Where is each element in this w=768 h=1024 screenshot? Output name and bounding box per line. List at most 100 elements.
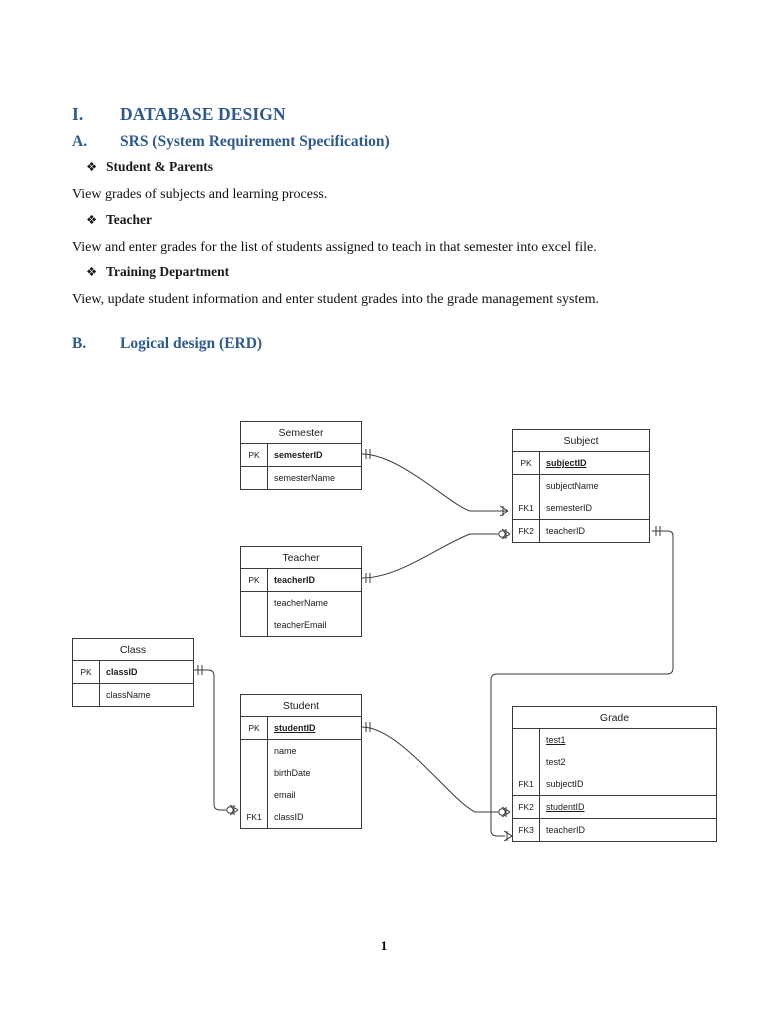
cardinality-zero-subject-teacherid — [498, 530, 506, 538]
bullet-training-department: ❖Training Department — [72, 264, 672, 280]
attribute-name: semesterID — [539, 497, 649, 519]
attribute-key: FK2 — [518, 526, 534, 536]
entity-title-class: Class — [73, 639, 193, 661]
cardinality-many-student-classid — [229, 804, 239, 816]
attribute-key — [73, 684, 99, 706]
entity-title-semester: Semester — [241, 422, 361, 444]
attribute-row: FK2 teacherID — [513, 520, 649, 542]
attribute-key — [241, 614, 267, 636]
entity-title-grade: Grade — [513, 707, 716, 729]
attribute-row: test2 — [513, 751, 716, 773]
attribute-name: semesterName — [267, 467, 361, 489]
attribute-row: birthDate — [241, 762, 361, 784]
connector-semester-subject — [361, 453, 508, 512]
attribute-name: classID — [99, 661, 193, 683]
attribute-key — [241, 740, 267, 762]
entity-title-subject: Subject — [513, 430, 649, 452]
attribute-row: PK semesterID — [241, 444, 361, 466]
attribute-key — [241, 467, 267, 489]
attribute-name: email — [267, 784, 361, 806]
bullet-label: Student & Parents — [106, 159, 214, 174]
connector-teacher-subject — [361, 533, 498, 579]
cardinality-many-subject-semesterid — [499, 505, 509, 517]
cardinality-many-grade-studentid — [501, 806, 511, 818]
entity-section: PK teacherID — [241, 569, 361, 591]
attribute-key: FK1 — [518, 779, 534, 789]
cardinality-one-class — [197, 665, 203, 675]
cardinality-one-teacher — [365, 573, 371, 583]
heading-number: B. — [72, 334, 87, 352]
attribute-row: semesterName — [241, 467, 361, 489]
attribute-key: FK3 — [518, 825, 534, 835]
attribute-key — [241, 592, 267, 614]
diamond-bullet-icon: ❖ — [86, 211, 98, 227]
cardinality-one-semester — [365, 449, 371, 459]
attribute-name: subjectID — [539, 773, 716, 795]
bullet-teacher: ❖ Teacher — [72, 212, 672, 228]
bullet-student-parents: ❖ Student & Parents — [72, 159, 672, 175]
heading-database-design: I.DATABASE DESIGN — [72, 104, 672, 125]
entity-section: semesterName — [241, 466, 361, 489]
attribute-row: test1 — [513, 729, 716, 751]
entity-title-student: Student — [241, 695, 361, 717]
attribute-name: teacherID — [267, 569, 361, 591]
connector-class-student — [194, 669, 226, 811]
attribute-row: subjectName — [513, 475, 649, 497]
connector-student-grade — [361, 726, 498, 813]
attribute-name: classID — [267, 806, 361, 828]
heading-text: SRS (System Requirement Specification) — [120, 133, 390, 150]
attribute-row: teacherEmail — [241, 614, 361, 636]
attribute-name: teacherID — [539, 520, 649, 542]
attribute-key — [513, 475, 539, 497]
attribute-row: PK teacherID — [241, 569, 361, 591]
paragraph-teacher: View and enter grades for the list of st… — [72, 239, 597, 255]
cardinality-many-subject-teacherid — [501, 528, 511, 540]
heading-logical-design: B. Logical design (ERD) — [72, 335, 672, 353]
entity-section: PK semesterID — [241, 444, 361, 466]
paragraph-training-department: View, update student information and ent… — [72, 292, 599, 307]
cardinality-zero-grade-studentid — [498, 808, 506, 816]
attribute-name: subjectName — [539, 475, 649, 497]
attribute-name: teacherEmail — [267, 614, 361, 636]
diamond-bullet-icon: ❖ — [86, 159, 98, 174]
heading-text: Logical design (ERD) — [120, 334, 263, 352]
attribute-row: FK1 subjectID — [513, 773, 716, 795]
entity-title-teacher: Teacher — [241, 547, 361, 569]
entity-section: className — [73, 683, 193, 706]
attribute-key — [513, 729, 539, 751]
attribute-name: className — [99, 684, 193, 706]
attribute-key: PK — [248, 575, 260, 585]
attribute-name: test2 — [539, 751, 716, 773]
attribute-name: name — [267, 740, 361, 762]
cardinality-zero-student-classid — [226, 806, 234, 814]
bullet-label: Teacher — [106, 211, 152, 227]
cardinality-many-grade-teacherid — [503, 830, 513, 842]
attribute-key — [241, 762, 267, 784]
attribute-row: email — [241, 784, 361, 806]
attribute-key: PK — [248, 723, 260, 733]
attribute-name: semesterID — [267, 444, 361, 466]
cardinality-one-student — [365, 722, 371, 732]
cardinality-one-subject — [655, 526, 661, 536]
entity-section: FK2 teacherID — [513, 519, 649, 542]
heading-srs: A.SRS (System Requirement Specification) — [72, 133, 672, 151]
attribute-key: PK — [248, 450, 260, 460]
